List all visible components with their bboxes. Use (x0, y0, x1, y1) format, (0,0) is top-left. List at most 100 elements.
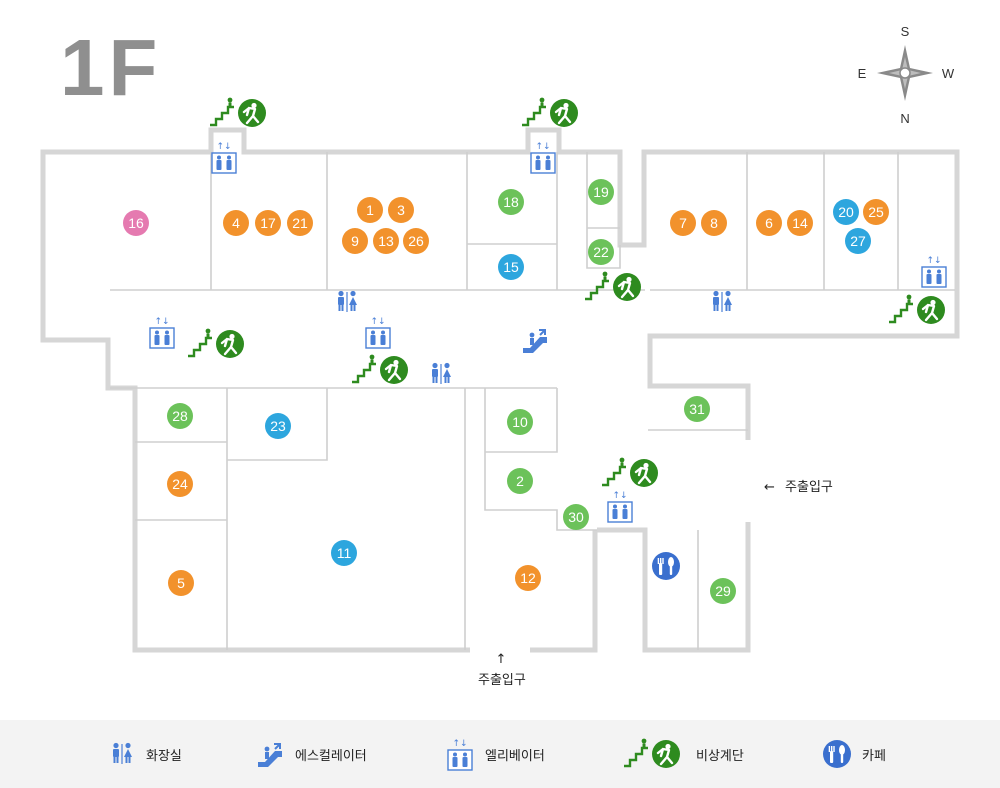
store-marker-circle (168, 570, 194, 596)
store-number: 9 (351, 233, 359, 249)
store-marker-24[interactable]: 24 (167, 471, 193, 497)
store-marker-circle (515, 565, 541, 591)
store-marker-6[interactable]: 6 (756, 210, 782, 236)
emergency-stairs-icon (583, 270, 643, 303)
store-marker-31[interactable]: 31 (684, 396, 710, 422)
legend-label: 비상계단 (696, 748, 744, 764)
store-marker-circle (167, 403, 193, 429)
store-marker-15[interactable]: 15 (498, 254, 524, 280)
emergency-stairs-icon (208, 96, 268, 129)
store-marker-circle (373, 228, 399, 254)
store-number: 12 (520, 570, 536, 586)
store-number: 17 (260, 215, 276, 231)
store-marker-circle (845, 228, 871, 254)
store-marker-circle (331, 540, 357, 566)
store-marker-9[interactable]: 9 (342, 228, 368, 254)
elevator-icon (530, 141, 556, 174)
store-marker-circle (833, 199, 859, 225)
store-marker-19[interactable]: 19 (588, 179, 614, 205)
arrow-up-icon: ↑ (495, 652, 507, 667)
store-number: 13 (378, 233, 394, 249)
store-marker-circle (588, 239, 614, 265)
entrance-label: 주출입구 (478, 673, 526, 688)
store-number: 23 (270, 418, 286, 434)
store-marker-17[interactable]: 17 (255, 210, 281, 236)
compass-s: S (901, 24, 910, 39)
store-marker-28[interactable]: 28 (167, 403, 193, 429)
store-marker-circle (756, 210, 782, 236)
elevator-icon (447, 738, 473, 771)
compass: S E W N (858, 24, 955, 126)
store-marker-18[interactable]: 18 (498, 189, 524, 215)
store-number: 20 (838, 204, 854, 220)
floor-title: 1F (60, 23, 162, 112)
store-marker-11[interactable]: 11 (331, 540, 357, 566)
store-marker-circle (710, 578, 736, 604)
entrance-east: ← 주출입구 (764, 476, 833, 495)
store-number: 4 (232, 215, 240, 231)
amenity-layer (149, 96, 947, 580)
store-marker-1[interactable]: 1 (357, 197, 383, 223)
store-marker-7[interactable]: 7 (670, 210, 696, 236)
store-number: 29 (715, 583, 731, 599)
store-marker-circle (342, 228, 368, 254)
legend-item-emergency-stairs: 비상계단 (622, 720, 744, 788)
emergency-stairs-icon (887, 293, 947, 326)
legend: 화장실 에스컬레이터 엘리베이터 비상계단 카페 (0, 720, 1000, 788)
store-marker-22[interactable]: 22 (588, 239, 614, 265)
escalator-icon (522, 329, 548, 354)
store-marker-14[interactable]: 14 (787, 210, 813, 236)
store-marker-circle (701, 210, 727, 236)
store-marker-circle (670, 210, 696, 236)
floor-walls (40, 127, 960, 653)
legend-item-escalator: 에스컬레이터 (255, 720, 367, 788)
store-marker-circle (167, 471, 193, 497)
entrance-label: 주출입구 (785, 480, 833, 495)
store-marker-circle (498, 254, 524, 280)
store-number: 8 (710, 215, 718, 231)
store-marker-29[interactable]: 29 (710, 578, 736, 604)
floor-map: ↑↓ (40, 24, 960, 653)
store-marker-circle (388, 197, 414, 223)
store-marker-5[interactable]: 5 (168, 570, 194, 596)
escalator-icon (257, 743, 283, 768)
store-marker-26[interactable]: 26 (403, 228, 429, 254)
store-marker-circle (498, 189, 524, 215)
store-number: 10 (512, 414, 528, 430)
store-marker-3[interactable]: 3 (388, 197, 414, 223)
emergency-stairs-icon (186, 327, 246, 360)
store-number: 14 (792, 215, 808, 231)
store-marker-circle (507, 468, 533, 494)
store-marker-27[interactable]: 27 (845, 228, 871, 254)
store-marker-10[interactable]: 10 (507, 409, 533, 435)
legend-item-cafe: 카페 (822, 720, 886, 788)
store-marker-circle (588, 179, 614, 205)
store-marker-2[interactable]: 2 (507, 468, 533, 494)
store-marker-13[interactable]: 13 (373, 228, 399, 254)
cafe-icon (652, 552, 680, 580)
store-marker-circle (787, 210, 813, 236)
store-marker-circle (563, 504, 589, 530)
store-marker-25[interactable]: 25 (863, 199, 889, 225)
store-marker-circle (287, 210, 313, 236)
interior-dividers (110, 152, 955, 650)
store-marker-4[interactable]: 4 (223, 210, 249, 236)
store-marker-21[interactable]: 21 (287, 210, 313, 236)
store-number: 7 (679, 215, 687, 231)
legend-item-restroom: 화장실 (108, 720, 182, 788)
store-marker-16[interactable]: 16 (123, 210, 149, 236)
restroom-icon (713, 290, 732, 312)
store-number: 2 (516, 473, 524, 489)
store-number: 24 (172, 476, 188, 492)
store-marker-23[interactable]: 23 (265, 413, 291, 439)
store-number: 15 (503, 259, 519, 275)
elevator-icon (607, 490, 633, 523)
store-marker-circle (403, 228, 429, 254)
store-marker-8[interactable]: 8 (701, 210, 727, 236)
elevator-icon (921, 255, 947, 288)
store-marker-12[interactable]: 12 (515, 565, 541, 591)
store-number: 26 (408, 233, 424, 249)
store-marker-30[interactable]: 30 (563, 504, 589, 530)
legend-label: 엘리베이터 (485, 748, 545, 764)
store-marker-20[interactable]: 20 (833, 199, 859, 225)
